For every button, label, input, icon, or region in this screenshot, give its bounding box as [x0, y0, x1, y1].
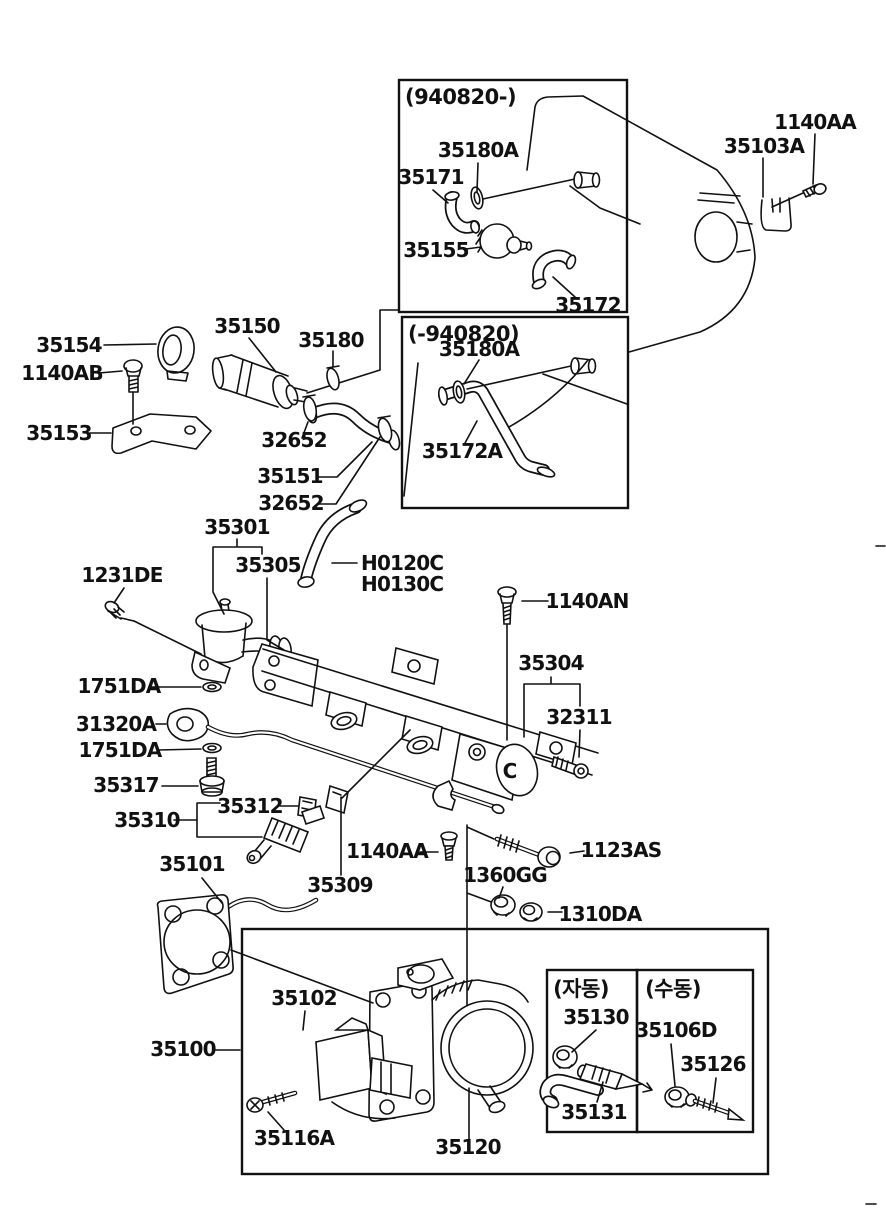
part-label-1140aa-top: 1140AA: [774, 110, 857, 134]
part-label-32652-b: 32652: [258, 491, 324, 515]
part-label-35171: 35171: [398, 165, 464, 189]
part-label-h0130c: H0130C: [361, 572, 443, 596]
part-labels: (940820-) 35180A 35171 35155 35172 1140A…: [21, 85, 858, 1159]
pressure-regulator-drawing: [191, 598, 292, 684]
intake-plenum-drawing: [403, 95, 756, 497]
part-label-1310da: 1310DA: [559, 902, 643, 926]
early-variant-parts-drawing: [437, 357, 597, 478]
part-label-35317: 35317: [93, 773, 159, 797]
manual-variant-parts-drawing: [664, 1086, 746, 1121]
part-label-35172: 35172: [555, 293, 621, 317]
part-label-35305: 35305: [235, 553, 301, 577]
hardware-drawing: [104, 183, 827, 1083]
rail-end-marking: C: [503, 759, 518, 783]
part-label-1360gg: 1360GG: [463, 863, 547, 887]
throttle-body-drawing: [246, 958, 604, 1122]
fuel-pipes-drawing: [166, 707, 505, 913]
part-label-1140aa-b: 1140AA: [346, 839, 429, 863]
part-label-35120: 35120: [435, 1135, 501, 1159]
part-label-35126: 35126: [680, 1052, 746, 1076]
part-label-32652-a: 32652: [261, 428, 327, 452]
part-label-35304: 35304: [518, 651, 584, 675]
part-label-1231de: 1231DE: [81, 563, 162, 587]
idle-actuator-drawing: [211, 309, 401, 451]
mount-grommet-bracket-drawing: [111, 326, 212, 455]
part-label-1123as: 1123AS: [581, 838, 662, 862]
late-variant-parts-drawing: [444, 171, 601, 290]
part-label-35180a-early: 35180A: [439, 337, 521, 361]
part-label-35154: 35154: [36, 333, 102, 357]
part-label-35309: 35309: [307, 873, 373, 897]
part-label-31320a: 31320A: [76, 712, 158, 736]
part-label-1751da-b: 1751DA: [79, 738, 163, 762]
part-label-35172a: 35172A: [422, 439, 504, 463]
vacuum-hose-drawing: [297, 499, 368, 588]
part-label-1140an: 1140AN: [545, 589, 628, 613]
variant-box-manual-label: (수동): [645, 977, 701, 1001]
part-label-35312: 35312: [217, 794, 283, 818]
part-label-35153: 35153: [26, 421, 92, 445]
part-label-35100: 35100: [150, 1037, 216, 1061]
part-label-35102: 35102: [271, 986, 337, 1010]
part-label-35103a: 35103A: [724, 134, 806, 158]
part-label-32311: 32311: [546, 705, 612, 729]
part-label-35131: 35131: [561, 1100, 627, 1124]
gasket-drawing: [156, 894, 234, 995]
part-label-35301: 35301: [204, 515, 270, 539]
injector-drawing: [246, 796, 326, 865]
part-label-35106d: 35106D: [635, 1018, 717, 1042]
part-label-35151: 35151: [257, 464, 323, 488]
fuel-rail-drawing: C: [252, 643, 599, 802]
part-label-35130: 35130: [563, 1005, 629, 1029]
variant-box-auto-label: (자동): [553, 977, 609, 1001]
part-label-35150: 35150: [214, 314, 280, 338]
leader-lines: [89, 133, 886, 1205]
part-label-35180: 35180: [298, 328, 364, 352]
part-label-35101: 35101: [159, 852, 225, 876]
part-label-35180a-top: 35180A: [438, 138, 520, 162]
part-label-35116a: 35116A: [254, 1126, 336, 1150]
variant-box-frames: [240, 78, 770, 1176]
variant-box-early-label: (-940820): [408, 322, 519, 346]
part-label-35310: 35310: [114, 808, 180, 832]
auto-variant-parts-drawing: [552, 1045, 653, 1093]
variant-box-late-label: (940820-): [405, 85, 516, 109]
part-label-1751da-a: 1751DA: [78, 674, 162, 698]
part-label-1140ab: 1140AB: [21, 361, 103, 385]
part-label-h0120c: H0120C: [361, 551, 443, 575]
part-label-35155: 35155: [403, 238, 469, 262]
